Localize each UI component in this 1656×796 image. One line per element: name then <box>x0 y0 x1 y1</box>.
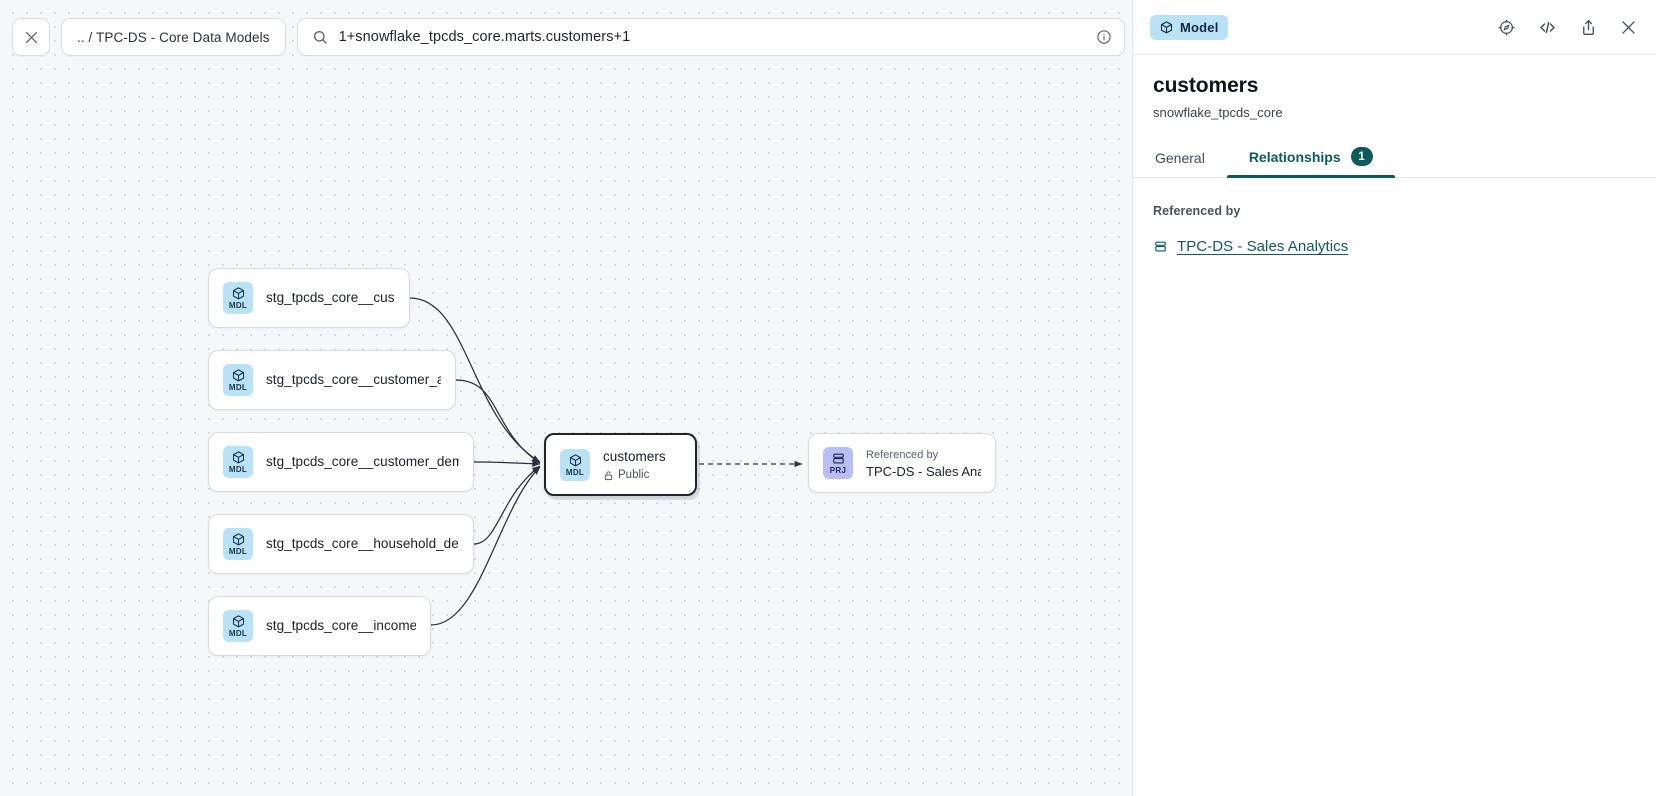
lineage-node-upstream[interactable]: MDL stg_tpcds_core__income_band <box>208 596 431 656</box>
entity-type-badge: Model <box>1150 14 1228 40</box>
details-panel-toolbar: Model <box>1133 0 1656 55</box>
model-type-badge: MDL <box>223 446 253 478</box>
panel-tabs: General Relationships 1 <box>1133 147 1656 178</box>
project-icon <box>1153 239 1168 254</box>
page-subtitle: snowflake_tpcds_core <box>1153 105 1283 120</box>
lock-icon <box>604 470 613 480</box>
model-type-badge: MDL <box>223 364 253 396</box>
model-type-badge: MDL <box>223 282 253 314</box>
view-code-button[interactable] <box>1537 17 1558 38</box>
close-panel-button[interactable] <box>1619 18 1638 37</box>
node-title: stg_tpcds_core__customer_address <box>266 372 441 387</box>
type-code: MDL <box>228 465 248 474</box>
model-type-badge: MDL <box>223 610 253 642</box>
search-input[interactable] <box>338 29 1085 45</box>
cube-icon <box>569 453 581 466</box>
cube-icon <box>232 369 244 382</box>
node-title: stg_tpcds_core__customer <box>266 290 395 305</box>
canvas-toolbar: .. / TPC-DS - Core Data Models <box>12 18 1132 56</box>
lineage-node-upstream[interactable]: MDL stg_tpcds_core__customer_demogra… <box>208 432 474 492</box>
lineage-canvas[interactable]: .. / TPC-DS - Core Data Models <box>0 0 1132 796</box>
lineage-node-selected[interactable]: MDL customers Public <box>544 433 697 496</box>
tab-relationships[interactable]: Relationships 1 <box>1226 147 1395 178</box>
share-icon <box>1583 19 1594 35</box>
node-title: customers <box>603 449 666 464</box>
cube-icon <box>232 615 244 628</box>
lineage-edges <box>409 297 803 626</box>
lineage-node-downstream[interactable]: PRJ Referenced by TPC-DS - Sales Analyti… <box>808 433 996 493</box>
node-title: TPC-DS - Sales Analytics <box>866 464 981 479</box>
details-panel: Model <box>1132 0 1656 796</box>
cube-icon <box>232 287 244 300</box>
node-title: stg_tpcds_core__customer_demogra… <box>266 454 459 469</box>
type-code: MDL <box>228 629 248 638</box>
breadcrumb-label: .. / TPC-DS - Core Data Models <box>77 29 270 45</box>
tab-label: General <box>1155 150 1205 166</box>
share-button[interactable] <box>1579 18 1598 37</box>
node-title: stg_tpcds_core__income_band <box>266 618 416 633</box>
cube-icon <box>1160 20 1173 33</box>
type-code: MDL <box>565 467 585 477</box>
model-type-badge: MDL <box>560 448 590 481</box>
type-code: MDL <box>228 383 248 392</box>
info-icon[interactable] <box>1096 29 1112 45</box>
list-item[interactable]: TPC-DS - Sales Analytics <box>1153 238 1636 255</box>
reference-link[interactable]: TPC-DS - Sales Analytics <box>1177 238 1349 255</box>
close-icon <box>1622 20 1635 34</box>
section-label: Referenced by <box>1153 204 1241 218</box>
search-icon <box>313 31 327 44</box>
node-title: stg_tpcds_core__household_demogr… <box>266 536 459 551</box>
node-visibility: Public <box>603 469 666 481</box>
breadcrumb[interactable]: .. / TPC-DS - Core Data Models <box>61 18 286 56</box>
lineage-node-upstream[interactable]: MDL stg_tpcds_core__customer_address <box>208 350 456 410</box>
visibility-label: Public <box>618 469 650 481</box>
type-code: MDL <box>228 547 248 556</box>
project-icon <box>832 453 844 464</box>
lineage-node-upstream[interactable]: MDL stg_tpcds_core__household_demogr… <box>208 514 474 574</box>
type-code: PRJ <box>829 466 847 475</box>
explore-button[interactable] <box>1497 18 1516 37</box>
project-type-badge: PRJ <box>823 447 853 479</box>
tab-label: Relationships <box>1248 148 1341 165</box>
cube-icon <box>232 451 244 464</box>
cube-icon <box>232 533 244 546</box>
status-badge: 1 <box>1350 147 1373 166</box>
type-code: MDL <box>228 301 248 310</box>
lineage-search-box[interactable] <box>296 18 1125 56</box>
close-lineage-button[interactable] <box>12 18 50 56</box>
lineage-node-upstream[interactable]: MDL stg_tpcds_core__customer <box>208 268 410 328</box>
node-kicker: Referenced by <box>866 449 939 461</box>
project-icon-glyph <box>1155 241 1166 252</box>
panel-action-group <box>1497 17 1638 38</box>
tab-general[interactable]: General <box>1133 150 1227 177</box>
details-panel-header: customers snowflake_tpcds_core <box>1133 55 1656 120</box>
close-icon <box>25 31 37 43</box>
page-title: customers <box>1153 74 1259 97</box>
compass-icon <box>1498 18 1515 36</box>
relationships-content: Referenced by TPC-DS - Sales Analytics <box>1133 178 1656 255</box>
code-icon <box>1540 21 1555 33</box>
entity-type-label: Model <box>1180 19 1219 35</box>
model-type-badge: MDL <box>223 528 253 560</box>
